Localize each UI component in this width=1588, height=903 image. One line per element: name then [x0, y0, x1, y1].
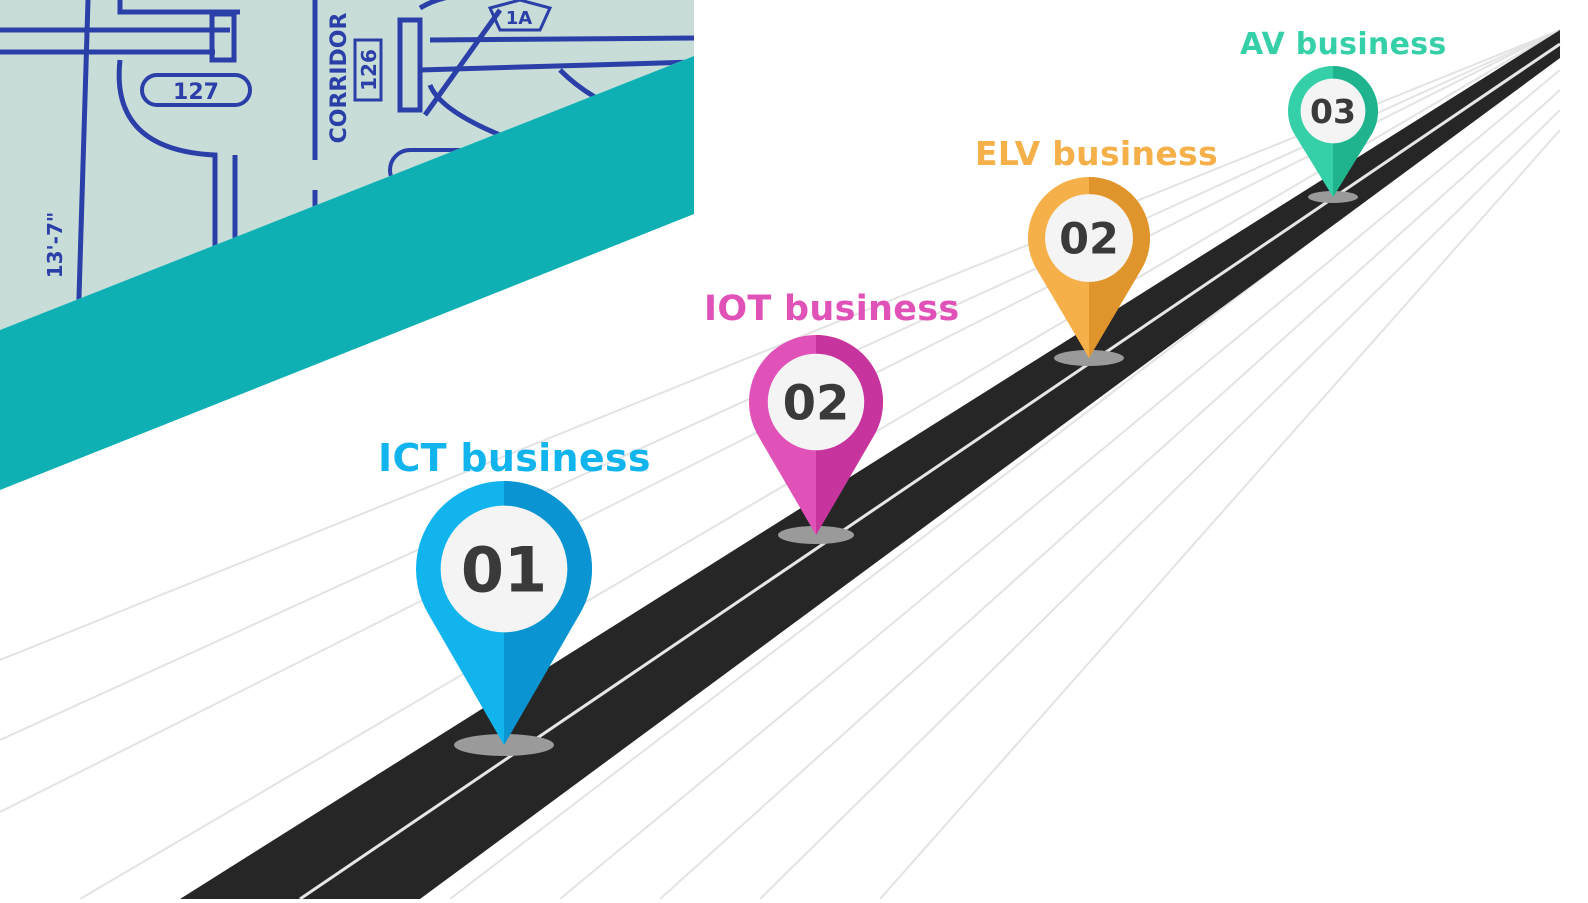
milestone-label: AV business	[1240, 27, 1447, 62]
milestone-number: 02	[1059, 214, 1119, 264]
milestone-label: IOT business	[704, 289, 960, 329]
pin-inner-circle	[767, 353, 865, 451]
milestone-pin-4: 03	[1288, 66, 1379, 203]
blueprint-dimension: 13'-7"	[43, 212, 67, 279]
blueprint-room-1a: 1A	[506, 8, 533, 29]
milestone-label: ELV business	[975, 134, 1218, 173]
pin-inner-circle	[440, 505, 568, 633]
milestone-number: 01	[461, 533, 547, 606]
milestone-pin-3: 02	[1028, 176, 1151, 366]
teal-accent-band	[0, 56, 694, 490]
road-center-line	[299, 42, 1561, 901]
blueprint-corridor-label: CORRIDOR	[327, 13, 352, 144]
pin-inner-circle	[1045, 194, 1133, 282]
blueprint-room-127: 127	[173, 80, 219, 105]
blueprint-room-126: 126	[357, 49, 381, 91]
milestone-pin-1: 01	[416, 481, 593, 756]
milestone-number: 03	[1310, 92, 1356, 131]
milestone-pins: 01 02 02 03	[416, 66, 1379, 756]
pin-inner-circle	[1300, 78, 1366, 144]
milestone-label: ICT business	[378, 436, 651, 480]
milestone-pin-2: 02	[748, 334, 884, 544]
milestone-number: 02	[783, 375, 850, 431]
